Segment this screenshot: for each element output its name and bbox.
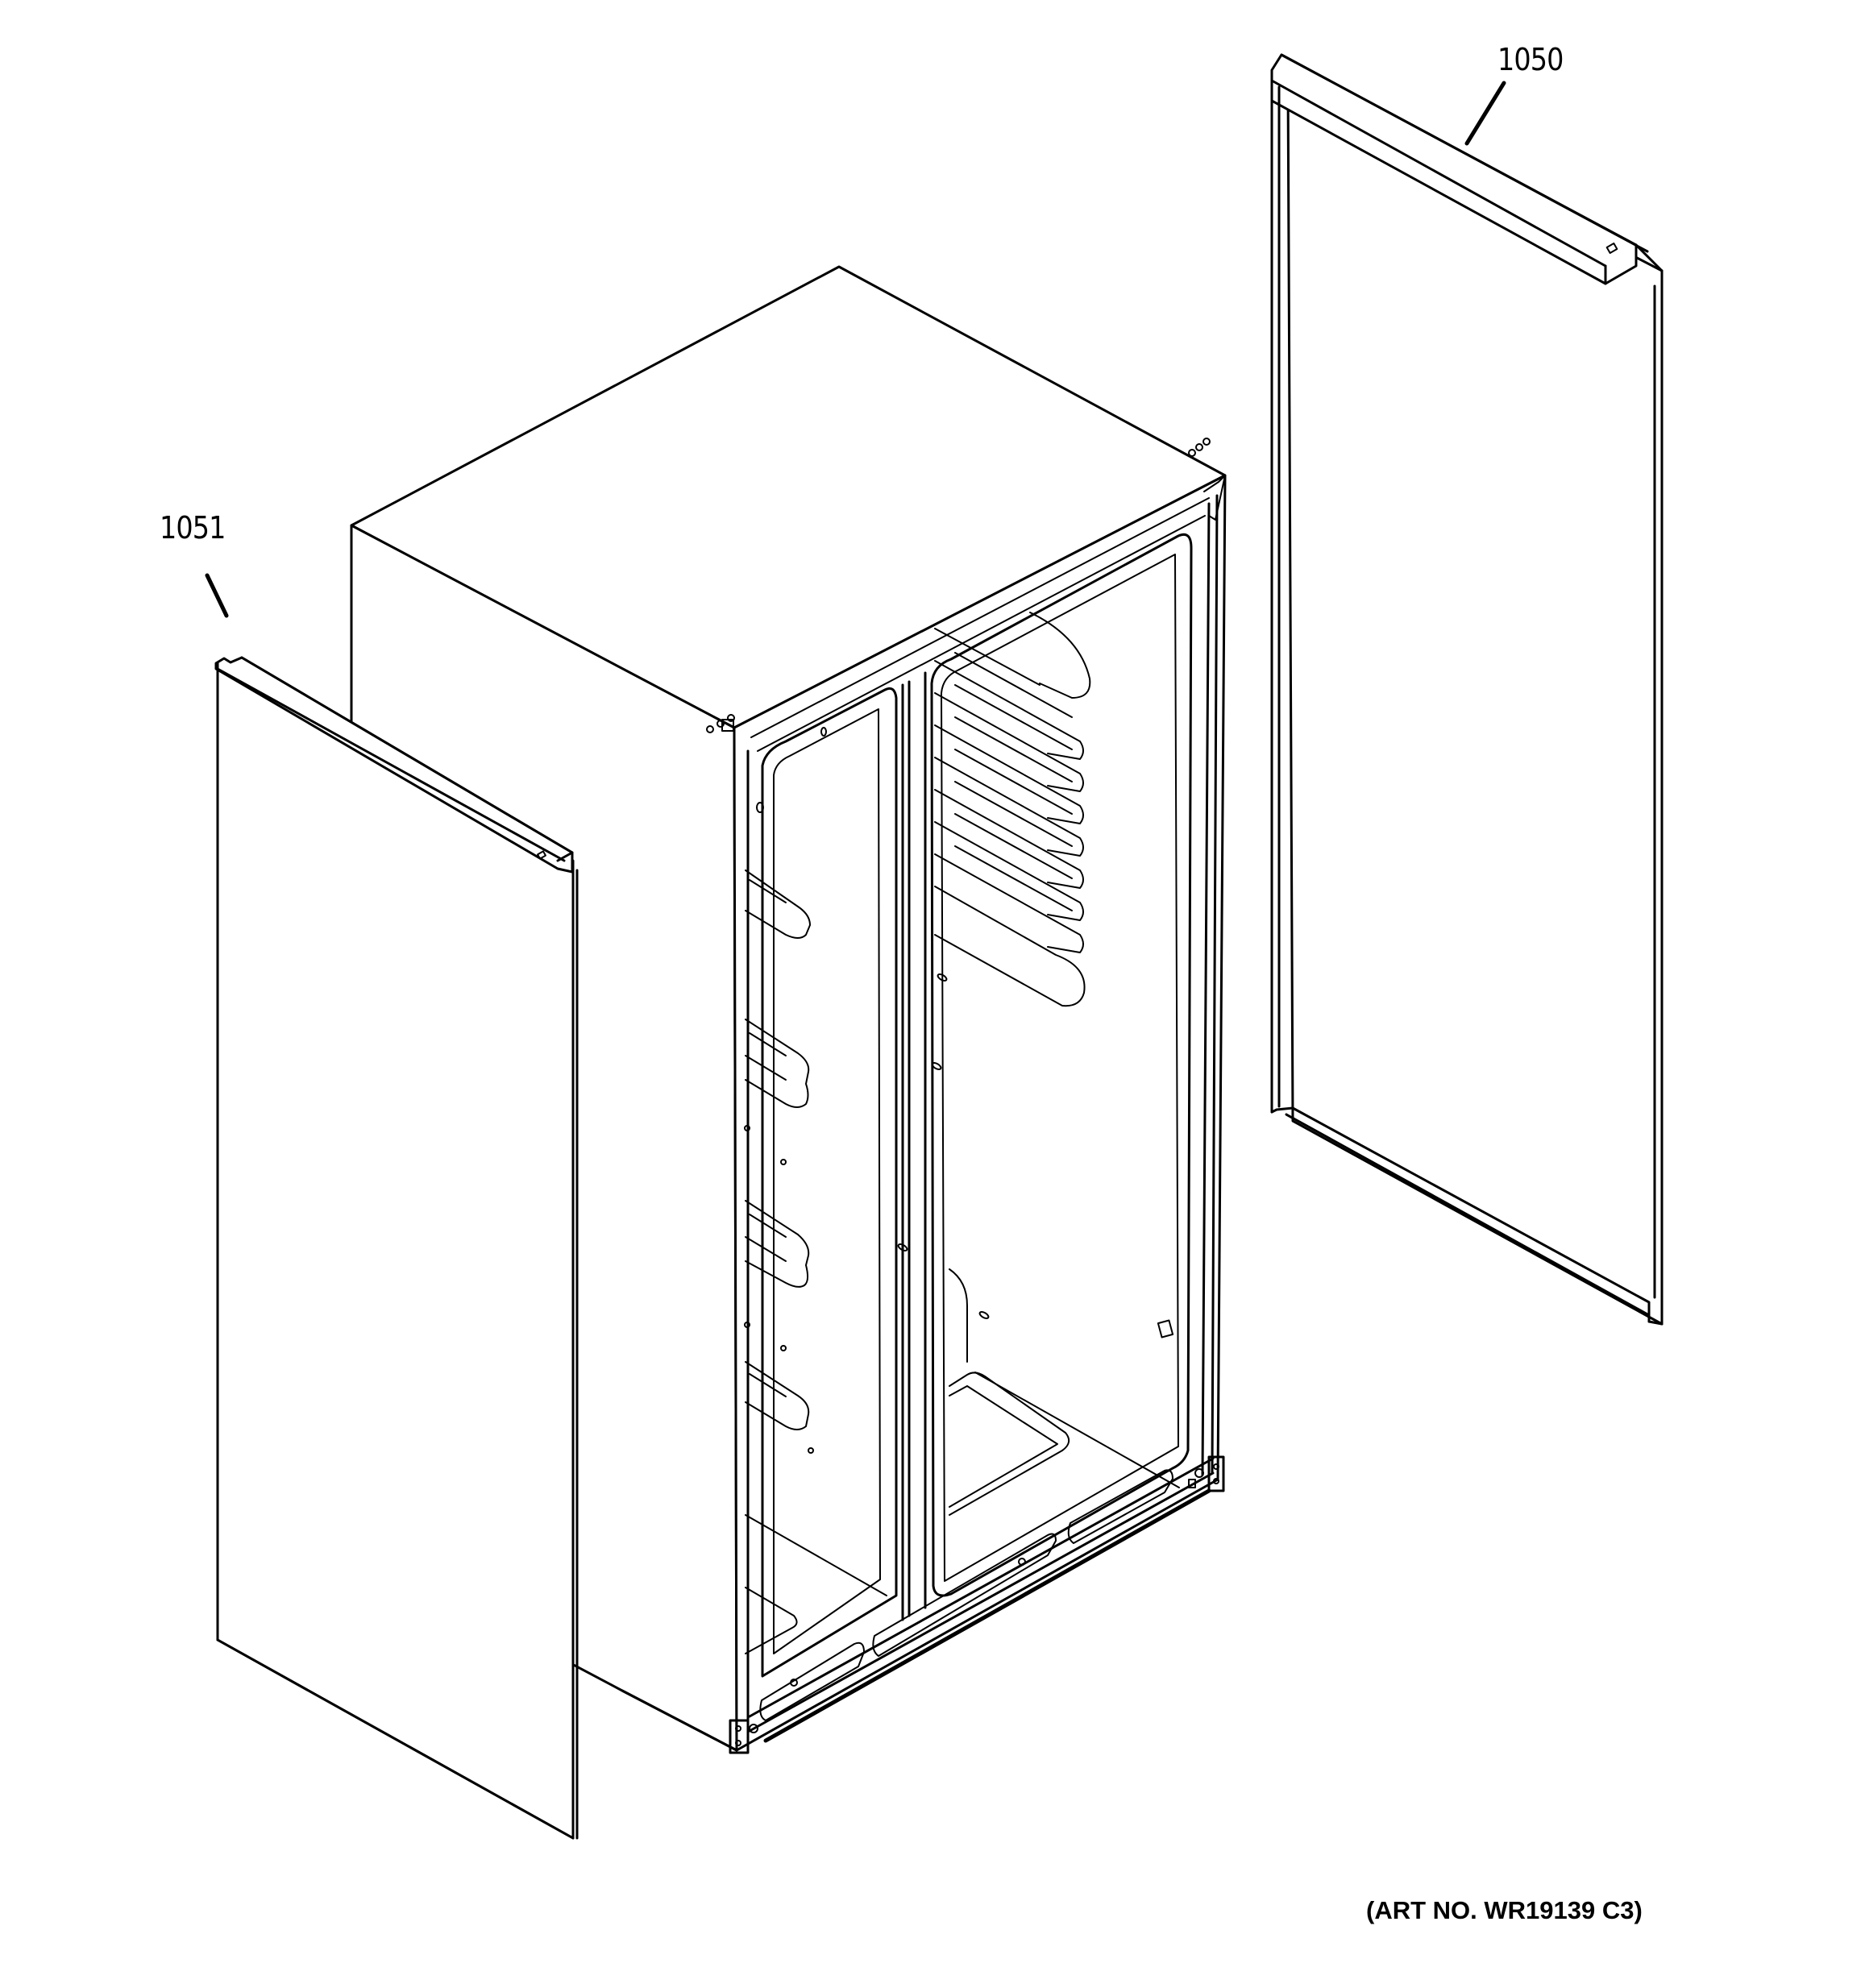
callout-label-1051: 1051 xyxy=(160,510,226,546)
art-number: (ART NO. WR19139 C3) xyxy=(1366,1896,1643,1924)
callout-leader-1051 xyxy=(205,573,229,618)
toe-kick-rail xyxy=(729,1455,1225,1754)
callout-label-1050: 1050 xyxy=(1497,42,1564,77)
callout-leader-1050 xyxy=(1464,81,1506,146)
side-panel-1051[interactable] xyxy=(214,656,579,1840)
side-panel-1050[interactable] xyxy=(1270,53,1664,1326)
freezer-shelf-rails xyxy=(745,869,811,1430)
fresh-food-shelf-ribs xyxy=(934,612,1091,1007)
